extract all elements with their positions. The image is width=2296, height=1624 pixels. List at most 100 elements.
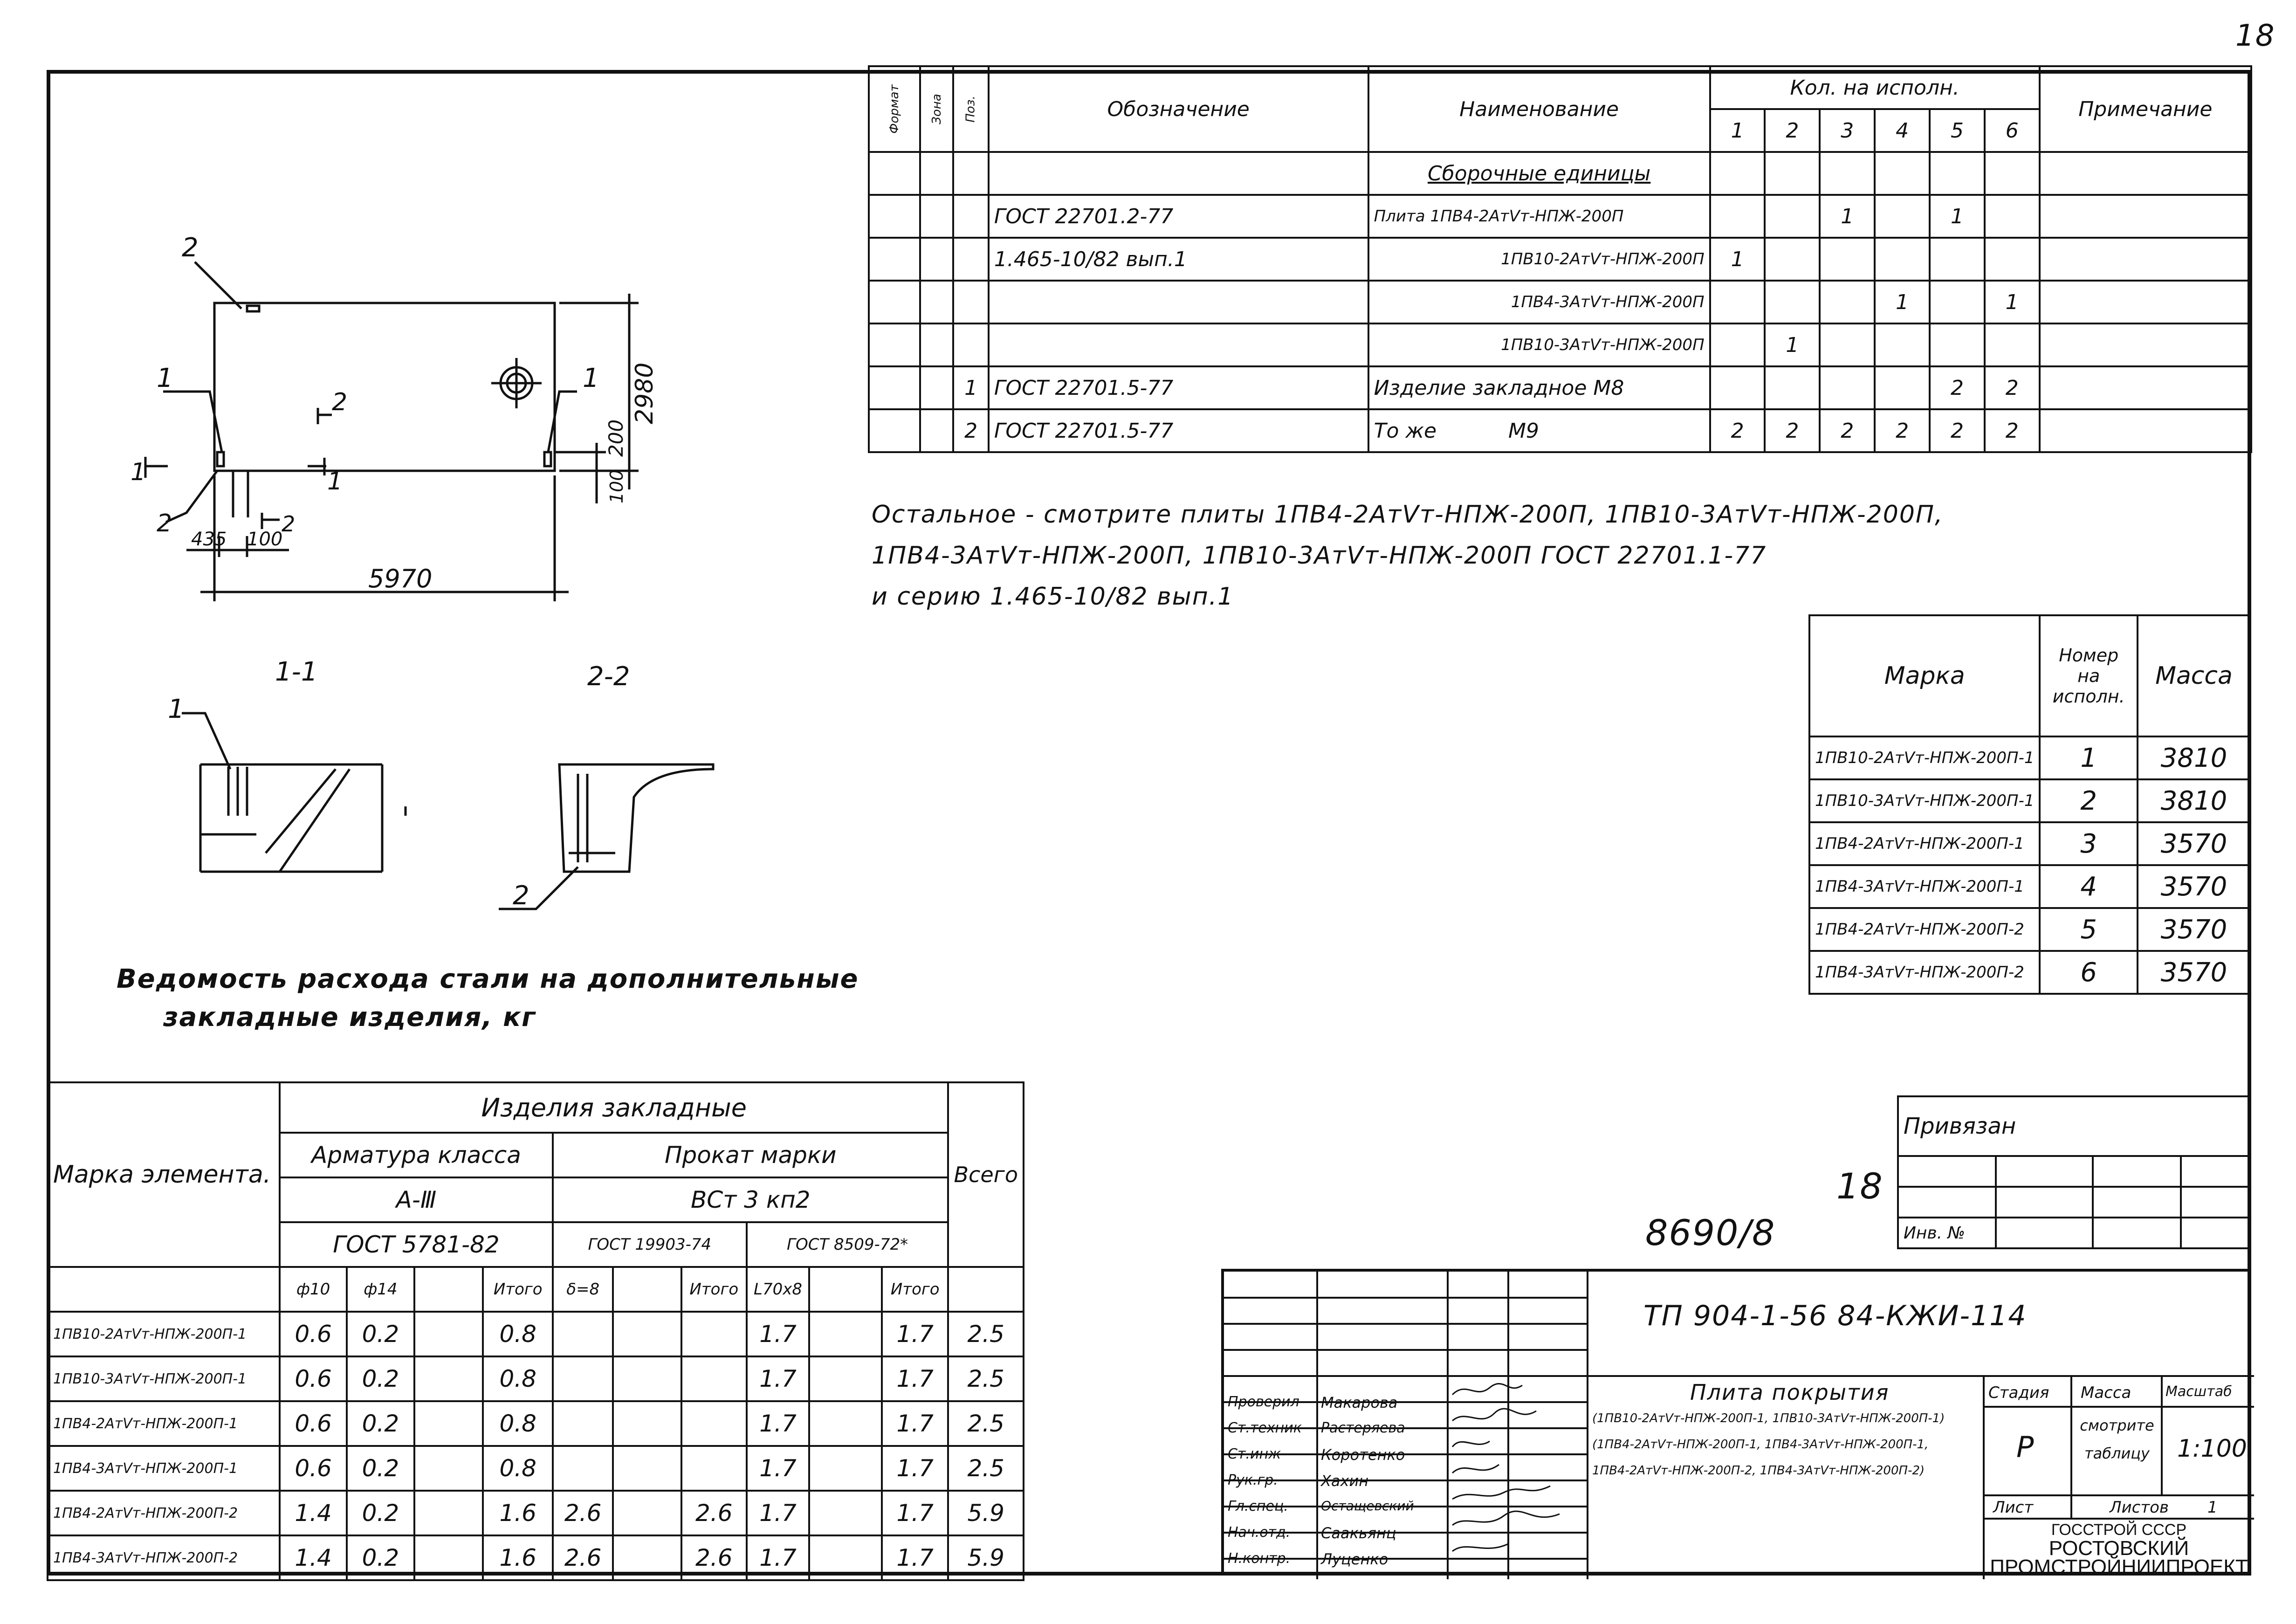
dim-200: 200 — [605, 420, 627, 457]
header-element-mark: Марка элемента. — [47, 1081, 281, 1268]
drawing-code: ТП 904-1-56 84-КЖИ-114 — [1643, 1300, 2027, 1332]
name-1: Макарова — [1321, 1394, 1398, 1411]
header-embedded-items: Изделия закладные — [278, 1081, 949, 1134]
callout-2-top-leader — [194, 261, 242, 310]
marks-header-mark: Марка — [1808, 614, 2041, 737]
header-rebar-class: Арматура класса — [278, 1132, 554, 1178]
title-block-grid — [1224, 1272, 2254, 1579]
header-total-all: Всего — [947, 1081, 1024, 1268]
role-3: Ст.инж — [1228, 1446, 1281, 1462]
callout-1-section: 1 — [168, 694, 185, 724]
title-marks-1: (1ПВ10-2АтⅤт-НПЖ-200П-1, 1ПВ10-3АтⅤт-НПЖ… — [1592, 1411, 1945, 1425]
header-format: Формат — [868, 65, 921, 153]
sheet-label: Лист — [1993, 1498, 2034, 1517]
role-7: Н.контр. — [1228, 1550, 1291, 1567]
note-line-2: 1ПВ4-3АтⅤт-НПЖ-200П, 1ПВ10-3АтⅤт-НПЖ-200… — [872, 542, 1767, 570]
signatures — [1451, 1383, 1560, 1552]
role-5: Гл.спец. — [1228, 1498, 1288, 1514]
spec-row: 1ПВ10-3АтⅤт-НПЖ-200П 1 — [868, 323, 2253, 367]
section-1-1-drawing — [199, 763, 407, 873]
marks-header-mass: Масса — [2136, 614, 2252, 737]
callout-2-top: 2 — [182, 233, 199, 263]
role-2: Ст.техник — [1228, 1420, 1302, 1436]
section-mark-1-left: 1 — [131, 458, 146, 486]
role-1: Проверил — [1228, 1394, 1299, 1410]
header-qty: Кол. на исполн. — [1709, 65, 2041, 110]
inv-no-label: Инв. № — [1897, 1217, 1997, 1249]
stage-label: Стадия — [1988, 1383, 2049, 1402]
callout-1-left-leader — [163, 390, 223, 453]
callout-2-section-leader — [499, 866, 579, 910]
section-mark-2-bottom: 2 — [282, 511, 295, 537]
title-marks-2: (1ПВ4-2АтⅤт-НПЖ-200П-1, 1ПВ4-3АтⅤт-НПЖ-2… — [1592, 1438, 1929, 1452]
variant-5: 5 — [1929, 108, 1986, 153]
callout-1-right: 1 — [583, 363, 599, 393]
specification-table: Формат Зона Поз. Обозначение Наименовани… — [868, 65, 2253, 453]
stage-value: Р — [2016, 1430, 2034, 1464]
rebar-grade: А-Ⅲ — [278, 1177, 554, 1223]
gost-plate: ГОСТ 19903-74 — [552, 1221, 748, 1268]
organization: ГОССТРОЙ СССР РОСТОВСКИЙ ПРОМСТРОЙНИИПРО… — [1990, 1521, 2248, 1578]
header-pos: Поз. — [952, 65, 990, 153]
sheets-count: 1 — [2207, 1498, 2218, 1517]
note-block: Остальное - смотрите плиты 1ПВ4-2АтⅤт-НП… — [872, 494, 1944, 617]
scale-label: Масштаб — [2165, 1383, 2232, 1400]
callout-2-bottom: 2 — [157, 509, 172, 537]
header-rolled-grade: Прокат марки — [552, 1132, 949, 1178]
sheets-label: Листов — [2110, 1498, 2169, 1517]
rebar-gost: ГОСТ 5781-82 — [278, 1221, 554, 1268]
dim-length: 5970 — [368, 564, 432, 593]
header-name: Наименование — [1367, 65, 1711, 153]
privyazan-block: Привязан Инв. № — [1897, 1095, 2252, 1249]
header-note: Примечание — [2038, 65, 2253, 153]
dim-100b: 100 — [247, 529, 282, 550]
name-5: Остащевский — [1321, 1498, 1414, 1514]
mass-label: Масса — [2081, 1383, 2131, 1402]
variant-2: 2 — [1764, 108, 1821, 153]
title-block: ТП 904-1-56 84-КЖИ-114 Плита покрытия (1… — [1221, 1269, 2254, 1579]
rolled-grade: ВСт 3 кп2 — [552, 1177, 949, 1223]
handwritten-number: 8690/8 — [1645, 1212, 1776, 1253]
plate-drawing: 2 1 1 2 1 1 2 2 5970 2980 200 100 435 10… — [131, 233, 715, 911]
callout-1-section-leader — [182, 712, 232, 770]
dim-435: 435 — [191, 529, 227, 550]
title-marks-3: 1ПВ4-2АтⅤт-НПЖ-200П-2, 1ПВ4-3АтⅤт-НПЖ-20… — [1592, 1464, 1925, 1478]
note-line-1: Остальное - смотрите плиты 1ПВ4-2АтⅤт-НП… — [872, 501, 1944, 529]
name-4: Хахин — [1321, 1472, 1369, 1490]
marks-header-variant: Номер на исполн. — [2039, 614, 2138, 737]
section-mark-1-right: 1 — [327, 468, 343, 495]
scale-value: 1:100 — [2177, 1435, 2247, 1463]
gost-angle: ГОСТ 8509-72* — [745, 1221, 949, 1268]
steel-consumption-table: Марка элемента. Изделия закладные Всего … — [47, 1081, 1024, 1581]
name-3: Коротенко — [1321, 1446, 1405, 1464]
name-6: Саакьянц — [1321, 1524, 1396, 1542]
privyazan-title: Привязан — [1897, 1095, 2251, 1157]
marks-table: Марка Номер на исполн. Масса 1ПВ10-2АтⅤт… — [1808, 614, 2252, 995]
callout-2-bottom-leader — [165, 470, 219, 523]
name-7: Луценко — [1321, 1550, 1389, 1568]
section-mark-2-top: 2 — [332, 388, 347, 416]
steel-table-title: Ведомость расхода стали на дополнительны… — [117, 964, 859, 1032]
header-zone: Зона — [919, 65, 955, 153]
callout-1-left: 1 — [157, 363, 173, 393]
page-number: 18 — [2235, 19, 2275, 53]
name-2: Растеряева — [1321, 1420, 1405, 1436]
title-name: Плита покрытия — [1690, 1380, 1890, 1405]
section-title: Сборочные единицы — [1367, 151, 1711, 196]
